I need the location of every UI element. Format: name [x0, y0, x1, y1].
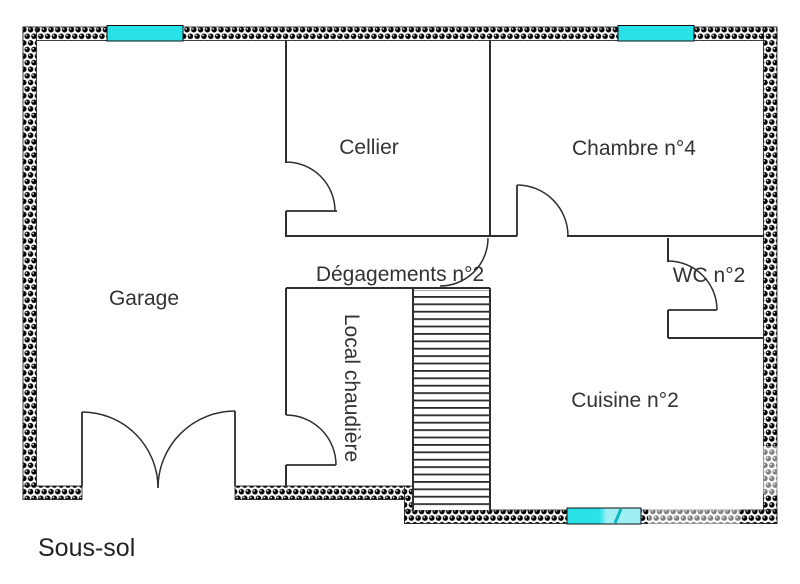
window-cuisine-mullion	[613, 508, 623, 524]
room-label-garage: Garage	[109, 287, 179, 310]
cellier-door-arc	[285, 161, 336, 212]
local-chaudiere-door-arc	[285, 414, 337, 466]
wall-bottom-garage-left	[22, 485, 83, 500]
wc-door-arc	[667, 260, 718, 311]
windows	[106, 25, 695, 525]
room-labels: Garage Cellier Chambre n°4 Dégagements n…	[109, 136, 745, 462]
window-cuisine	[566, 507, 642, 525]
room-label-cellier: Cellier	[339, 136, 399, 159]
staircase-treads	[414, 290, 489, 510]
room-label-chambre4: Chambre n°4	[572, 137, 696, 160]
stairs-door-arc	[439, 237, 489, 287]
interior-walls	[285, 40, 764, 510]
wall-left	[22, 26, 37, 500]
watermark-fade	[648, 446, 778, 526]
watermark-patch-right	[756, 446, 778, 494]
room-label-cuisine2: Cuisine n°2	[571, 389, 679, 412]
door-swings	[81, 161, 718, 489]
window-chambre	[617, 25, 695, 42]
room-label-wc2: WC n°2	[673, 264, 746, 287]
garage-door-right-arc	[157, 410, 236, 489]
room-label-local-chaudiere: Local chaudière	[340, 314, 363, 462]
room-label-degagements2: Dégagements n°2	[316, 263, 484, 286]
window-garage	[106, 25, 184, 42]
wall-bottom-garage-right	[234, 485, 409, 500]
garage-door-left-arc	[81, 411, 159, 489]
watermark-patch-bottom	[648, 501, 740, 526]
door-leaves	[81, 185, 717, 486]
floor-title: Sous-sol	[38, 534, 135, 562]
chambre-door-arc	[516, 184, 569, 237]
